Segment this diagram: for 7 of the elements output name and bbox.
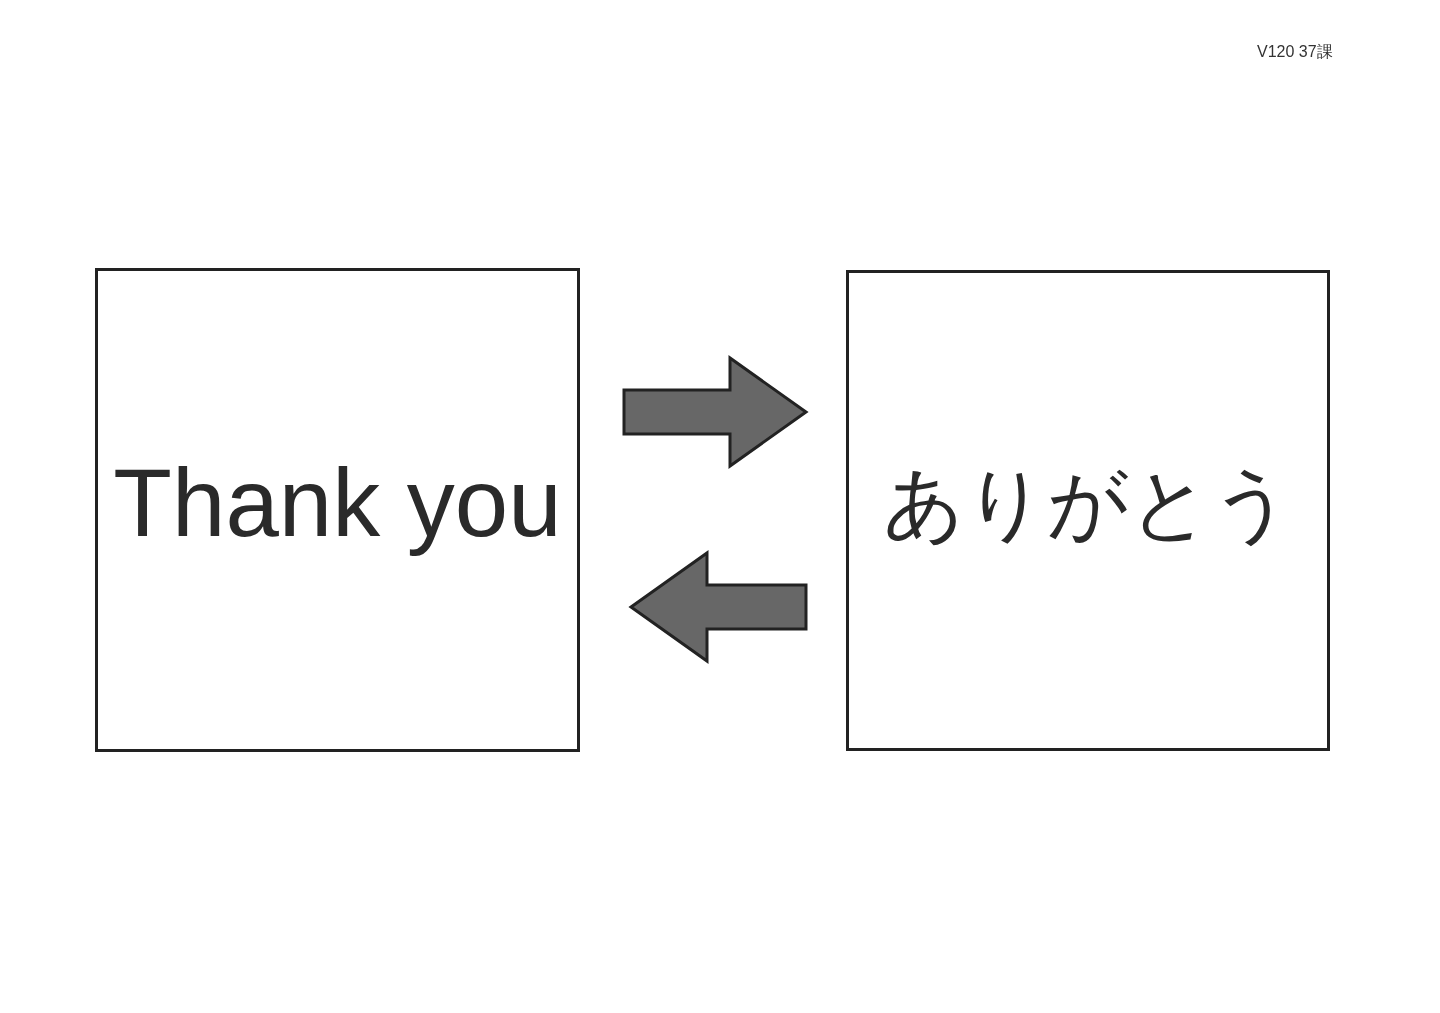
block-arrow: [622, 355, 809, 469]
phrase-text: Thank you: [113, 450, 562, 556]
square-box: [95, 268, 580, 752]
block-arrow: [628, 550, 808, 664]
square-box: [846, 270, 1330, 751]
phrase-text: ありがとう: [883, 459, 1293, 548]
reference-code: V120 37課: [1257, 42, 1333, 62]
